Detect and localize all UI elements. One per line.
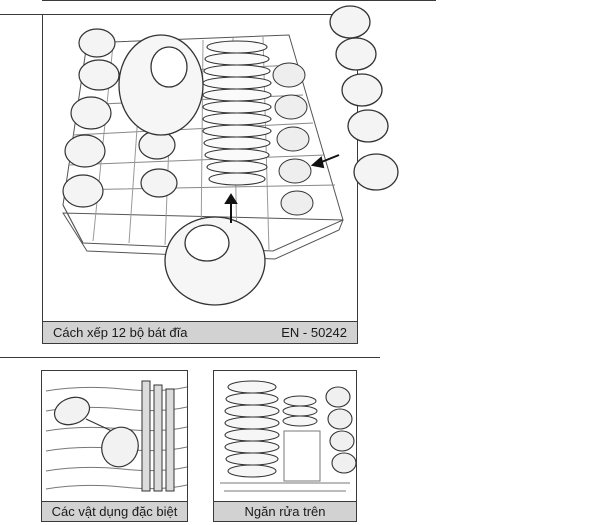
top-rule xyxy=(42,0,436,1)
special-items-caption-bar: Các vật dụng đặc biệt xyxy=(42,501,187,521)
dishwasher-rack-illustration xyxy=(62,28,344,306)
upper-rack-illustration xyxy=(220,380,356,492)
main-figure-caption: Cách xếp 12 bộ bát đĩa xyxy=(53,325,188,340)
upper-rack-caption-bar: Ngăn rửa trên xyxy=(214,501,356,521)
special-items-illustration xyxy=(45,380,187,492)
special-items-panel: Các vật dụng đặc biệt xyxy=(41,370,188,522)
upper-rack-caption: Ngăn rửa trên xyxy=(244,504,326,519)
outside-cups-illustration xyxy=(329,5,399,191)
special-items-caption: Các vật dụng đặc biệt xyxy=(51,504,178,519)
mid-rule xyxy=(0,357,380,358)
top-rule-left xyxy=(0,14,42,15)
upper-rack-panel: Ngăn rửa trên xyxy=(213,370,357,522)
main-figure-panel: Cách xếp 12 bộ bát đĩa EN - 50242 xyxy=(42,14,358,344)
standard-code: EN - 50242 xyxy=(281,325,347,340)
main-figure-caption-bar: Cách xếp 12 bộ bát đĩa EN - 50242 xyxy=(43,321,357,343)
